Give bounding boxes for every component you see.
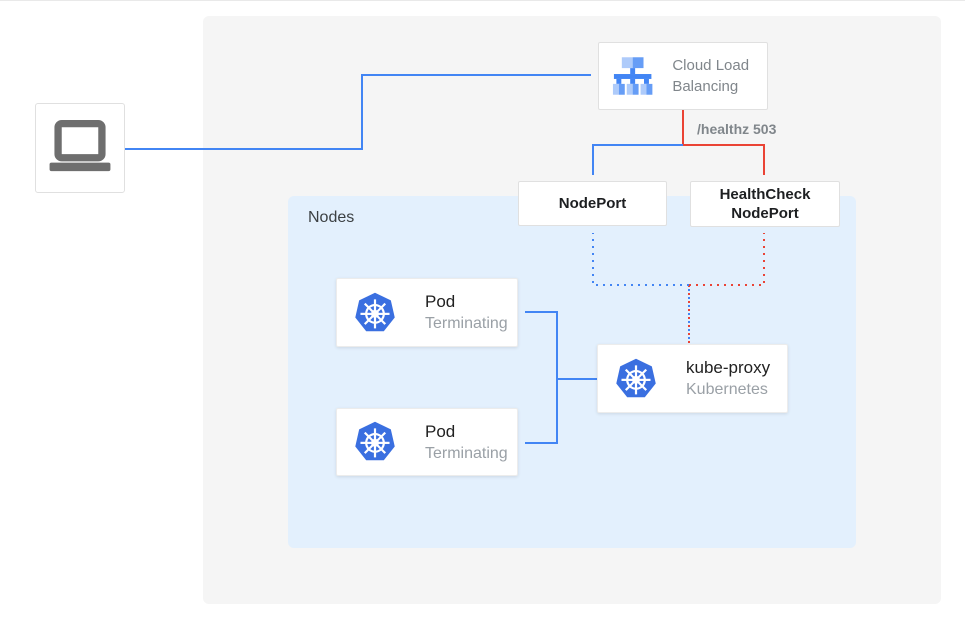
client-node <box>35 103 125 193</box>
nodeport-label: NodePort <box>558 195 627 212</box>
pod-title: Pod <box>425 421 456 441</box>
load-balancer-icon <box>612 57 653 95</box>
pod-status: Terminating <box>425 315 508 332</box>
healthz-status-label: /healthz 503 <box>697 121 777 137</box>
kubernetes-icon <box>355 292 395 331</box>
laptop-icon <box>49 120 111 172</box>
kubernetes-icon <box>616 358 656 397</box>
pod-node-2: Pod Terminating <box>336 408 518 476</box>
kubernetes-icon <box>355 421 395 461</box>
kube-proxy-subtitle: Kubernetes <box>686 381 768 398</box>
cloud-load-balancing-node: Cloud Load Balancing <box>598 42 768 110</box>
cloud-load-balancing-label: Cloud Load Balancing <box>672 57 750 95</box>
pod-status: Terminating <box>425 444 508 462</box>
kube-proxy-node: kube-proxy Kubernetes <box>597 344 788 413</box>
pod-node-1: Pod Terminating <box>336 278 518 347</box>
kube-proxy-title: kube-proxy <box>686 358 771 377</box>
top-divider <box>0 0 965 1</box>
healthcheck-nodeport-label: HealthCheck NodePort <box>719 186 811 222</box>
pod-title: Pod <box>425 292 456 311</box>
nodes-group-label: Nodes <box>308 209 355 226</box>
nodeport-node: NodePort <box>518 181 667 226</box>
healthcheck-nodeport-node: HealthCheck NodePort <box>690 181 840 227</box>
